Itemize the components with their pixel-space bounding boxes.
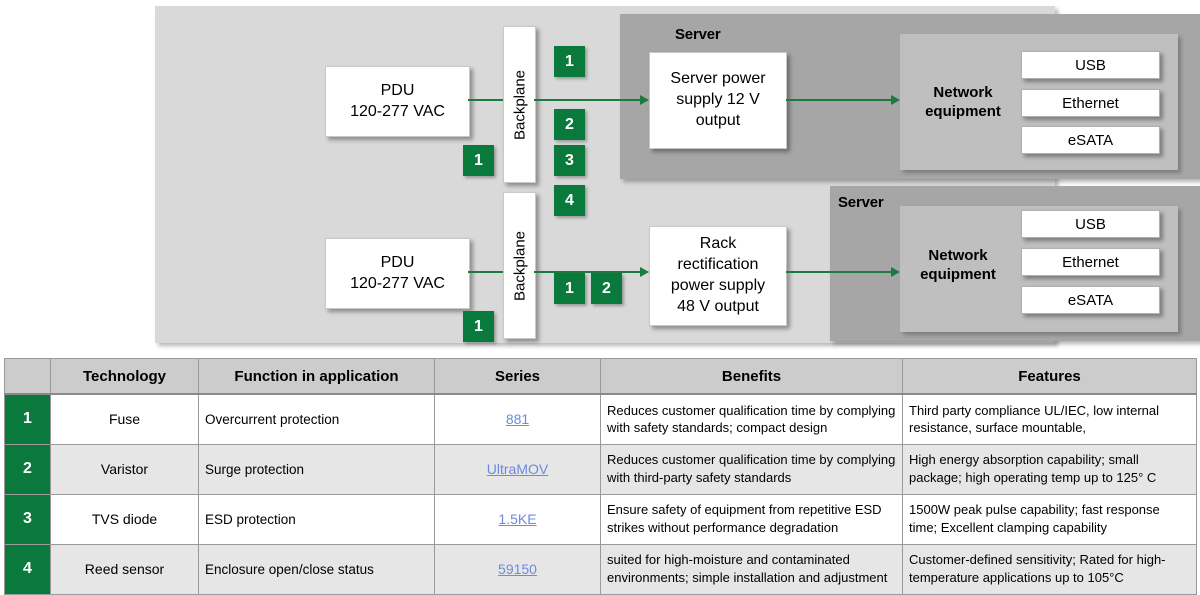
badge-backplane-bottom-2: 2 xyxy=(591,273,622,304)
cell-series: 881 xyxy=(434,393,601,445)
port-esata-top: eSATA xyxy=(1021,126,1160,154)
arrowhead-psu-bottom xyxy=(640,267,649,277)
badge-backplane-top-3: 3 xyxy=(554,145,585,176)
arrow-pdu-to-backplane-top xyxy=(468,99,503,101)
row-badge: 3 xyxy=(4,493,51,545)
cell-function: ESD protection xyxy=(198,493,435,545)
arrowhead-network-bottom xyxy=(891,267,900,277)
psu-line4-bottom: 48 V output xyxy=(677,297,759,315)
network-label-line2-b: equipment xyxy=(920,265,996,283)
cell-series: 59150 xyxy=(434,543,601,595)
arrowhead-network-top xyxy=(891,95,900,105)
table-header-row: Technology Function in application Serie… xyxy=(4,358,1197,395)
pdu-line2-top: 120-277 VAC xyxy=(350,102,445,120)
network-label-line1-b: Network xyxy=(928,247,988,264)
cell-technology: TVS diode xyxy=(50,493,199,545)
cell-features: 1500W peak pulse capability; fast respon… xyxy=(902,493,1197,545)
port-esata-bottom: eSATA xyxy=(1021,286,1160,314)
table-row: 4 Reed sensor Enclosure open/close statu… xyxy=(4,543,1197,595)
network-equipment-label-bottom: Network equipment xyxy=(903,247,1013,285)
backplane-label-top: Backplane xyxy=(511,69,528,140)
psu-line1-bottom: Rack xyxy=(699,235,737,253)
port-usb-top: USB xyxy=(1021,51,1160,79)
cell-series: UltraMOV xyxy=(434,443,601,495)
pdu-line2-bottom: 120-277 VAC xyxy=(350,274,445,292)
server-label-top: Server xyxy=(675,26,721,43)
pdu-box-top: PDU 120-277 VAC xyxy=(325,66,470,137)
psu-line1-top: Server power xyxy=(670,70,766,88)
psu-line3-top: output xyxy=(695,111,741,129)
series-link[interactable]: 59150 xyxy=(498,561,537,577)
badge-pdu-top-1: 1 xyxy=(463,145,494,176)
cell-features: Customer-defined sensitivity; Rated for … xyxy=(902,543,1197,595)
port-usb-bottom: USB xyxy=(1021,210,1160,238)
cell-function: Overcurrent protection xyxy=(198,393,435,445)
table-row: 3 TVS diode ESD protection 1.5KE Ensure … xyxy=(4,493,1197,545)
arrow-backplane-to-psu-bottom xyxy=(534,271,640,273)
backplane-bottom: Backplane xyxy=(503,192,536,339)
psu-line2-bottom: rectification xyxy=(677,256,759,274)
th-series: Series xyxy=(434,358,601,395)
cell-benefits: Reduces customer qualification time by c… xyxy=(600,393,903,445)
cell-function: Surge protection xyxy=(198,443,435,495)
table-row: 2 Varistor Surge protection UltraMOV Red… xyxy=(4,443,1197,495)
badge-backplane-top-1: 1 xyxy=(554,46,585,77)
series-link[interactable]: 1.5KE xyxy=(498,511,537,527)
badge-backplane-bottom-1: 1 xyxy=(554,273,585,304)
component-table: Technology Function in application Serie… xyxy=(4,358,1197,595)
cell-technology: Fuse xyxy=(50,393,199,445)
th-features: Features xyxy=(902,358,1197,395)
port-ethernet-bottom: Ethernet xyxy=(1021,248,1160,276)
port-ethernet-top: Ethernet xyxy=(1021,89,1160,117)
pdu-line1-bottom: PDU xyxy=(380,253,415,271)
th-technology: Technology xyxy=(50,358,199,395)
network-label-line1: Network xyxy=(933,84,993,101)
cell-technology: Varistor xyxy=(50,443,199,495)
arrow-backplane-to-psu-top xyxy=(534,99,640,101)
diagram-canvas: Server Network equipment USB Ethernet eS… xyxy=(155,6,1200,343)
arrow-pdu-to-backplane-bottom xyxy=(468,271,503,273)
row-badge: 1 xyxy=(4,393,51,445)
cell-technology: Reed sensor xyxy=(50,543,199,595)
arrowhead-psu-top xyxy=(640,95,649,105)
series-link[interactable]: UltraMOV xyxy=(486,461,549,477)
pdu-box-bottom: PDU 120-277 VAC xyxy=(325,238,470,309)
cell-benefits: Ensure safety of equipment from repetiti… xyxy=(600,493,903,545)
table-row: 1 Fuse Overcurrent protection 881 Reduce… xyxy=(4,393,1197,445)
badge-pdu-bottom-1: 1 xyxy=(463,311,494,342)
series-link[interactable]: 881 xyxy=(505,411,530,428)
th-badge xyxy=(4,358,51,395)
network-label-line2: equipment xyxy=(925,102,1001,120)
server-label-bottom: Server xyxy=(838,194,884,211)
cell-benefits: Reduces customer qualification time by c… xyxy=(600,443,903,495)
server-power-supply-box: Server power supply 12 V output xyxy=(649,52,787,149)
th-function: Function in application xyxy=(198,358,435,395)
cell-series: 1.5KE xyxy=(434,493,601,545)
cell-benefits: suited for high-moisture and contaminate… xyxy=(600,543,903,595)
badge-backplane-top-2: 2 xyxy=(554,109,585,140)
arrow-psu-to-network-bottom xyxy=(786,271,891,273)
badge-backplane-top-4: 4 xyxy=(554,185,585,216)
pdu-line1-top: PDU xyxy=(380,81,415,99)
cell-function: Enclosure open/close status xyxy=(198,543,435,595)
arrow-psu-to-network-top xyxy=(786,99,891,101)
cell-features: High energy absorption capability; small… xyxy=(902,443,1197,495)
rack-rectification-power-supply-box: Rack rectification power supply 48 V out… xyxy=(649,226,787,326)
psu-line3-bottom: power supply xyxy=(670,277,766,294)
system-architecture-diagram: Server Network equipment USB Ethernet eS… xyxy=(155,6,1200,343)
backplane-label-bottom: Backplane xyxy=(511,230,528,301)
row-badge: 2 xyxy=(4,443,51,495)
psu-line2-top: supply 12 V xyxy=(676,91,760,109)
row-badge: 4 xyxy=(4,543,51,595)
backplane-top: Backplane xyxy=(503,26,536,183)
th-benefits: Benefits xyxy=(600,358,903,395)
network-equipment-label-top: Network equipment xyxy=(908,84,1018,122)
cell-features: Third party compliance UL/IEC, low inter… xyxy=(902,393,1197,445)
